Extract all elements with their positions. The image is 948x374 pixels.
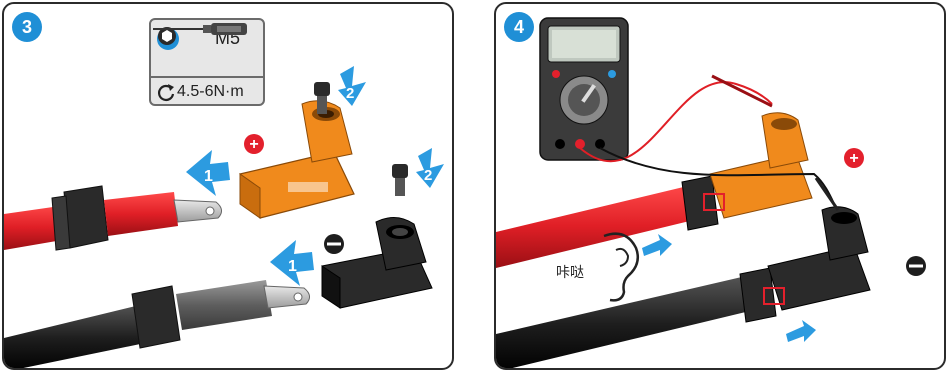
arrow-1-black: 1 — [270, 240, 314, 286]
positive-marker-right: + — [844, 148, 864, 168]
black-connector — [322, 217, 432, 308]
black-probe-tip — [816, 178, 838, 210]
orange-connector — [240, 101, 354, 218]
bolt-lower — [392, 164, 408, 196]
red-gland-right — [682, 176, 718, 230]
red-cable-gland — [64, 186, 108, 248]
negative-marker-right — [906, 256, 926, 276]
step-3-badge: 3 — [12, 12, 42, 42]
arrow-1-black-label: 1 — [288, 258, 297, 275]
screwdriver-icon — [151, 20, 251, 38]
arrow-2-upper-label: 2 — [346, 85, 354, 102]
torque-value-label: 4.5-6N·m — [177, 83, 244, 101]
arrow-1-red-label: 1 — [204, 168, 213, 185]
multimeter — [540, 18, 628, 160]
red-probe-jack — [575, 139, 585, 149]
orange-connector-right — [710, 154, 812, 218]
red-cable-assembly — [4, 186, 222, 250]
step-4-badge: 4 — [504, 12, 534, 42]
torque-value-row: 4.5-6N·m — [155, 82, 261, 104]
click-sound-label: 咔哒 — [556, 262, 584, 282]
red-heat-shrink — [104, 192, 178, 236]
multimeter-display — [552, 30, 616, 58]
red-probe-tip — [712, 76, 772, 106]
black-cable-right — [496, 276, 754, 370]
black-cable-gland — [132, 286, 180, 348]
positive-symbol-right: + — [849, 150, 858, 167]
arrow-2-upper: 2 — [338, 66, 366, 106]
torque-spec-card: 2 M5 4.5-6N·m — [149, 18, 265, 106]
ear-icon — [604, 234, 638, 301]
step-4-panel: + 4 咔哒 — [494, 2, 946, 370]
step-3-panel: 1 2 2 1 + 3 — [2, 2, 454, 370]
positive-marker: + — [244, 134, 264, 154]
positive-symbol: + — [249, 136, 258, 153]
step-4-illustration: + — [496, 4, 946, 370]
clockwise-rotate-icon — [155, 82, 177, 104]
sound-arrow-lower — [786, 320, 816, 342]
black-heat-shrink — [176, 280, 272, 330]
black-cable — [4, 304, 150, 370]
black-cable-lug — [264, 286, 310, 308]
negative-marker — [324, 234, 344, 254]
red-cable-right — [496, 184, 702, 268]
torque-card-divider — [151, 76, 263, 78]
arrow-1-red: 1 — [186, 150, 230, 196]
black-cable-assembly — [4, 280, 310, 370]
arrow-2-lower-label: 2 — [424, 167, 432, 184]
sound-arrow-upper — [642, 234, 672, 256]
black-gland-right — [740, 268, 776, 322]
arrow-2-lower: 2 — [416, 148, 444, 188]
